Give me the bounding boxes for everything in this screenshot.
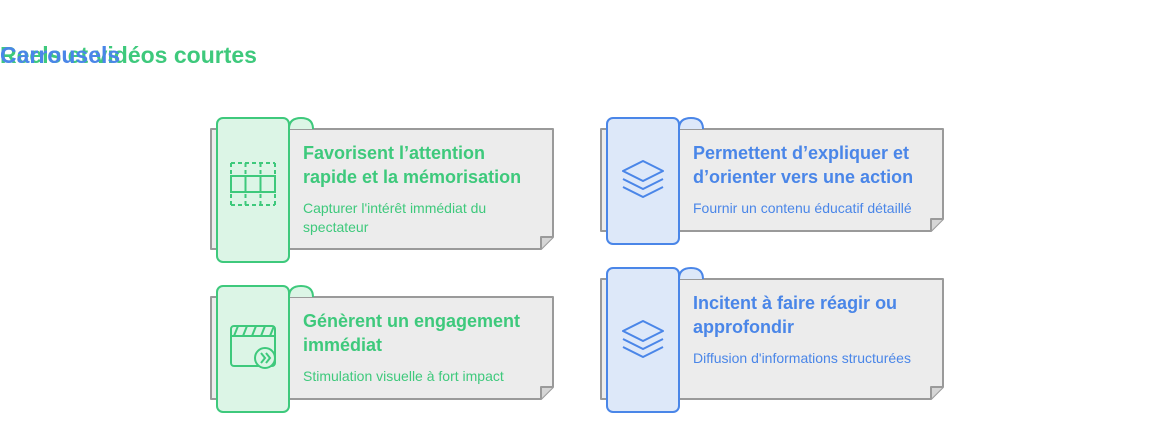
card-frame [210, 284, 554, 413]
column-title-reels: Reels et vidéos courtes [0, 42, 257, 68]
layers-icon [619, 317, 667, 365]
card-text: Favorisent l’attention rapide et la mémo… [303, 141, 543, 237]
card-subtitle: Capturer l'intérêt immédiat du spectateu… [303, 200, 487, 235]
film-strip-icon [229, 160, 277, 208]
card-title: Génèrent un engagement immédiat [303, 311, 521, 355]
card-text: Incitent à faire réagir ou approfondir D… [693, 291, 933, 368]
column-title-carrousels: Carrousels [0, 42, 121, 68]
layers-icon [619, 157, 667, 205]
card-carrousels-react: Incitent à faire réagir ou approfondir D… [595, 266, 945, 413]
card-text: Permettent d’expliquer et d’orienter ver… [693, 141, 933, 218]
card-frame [210, 116, 554, 263]
card-title: Incitent à faire réagir ou approfondir [693, 293, 898, 337]
card-text: Génèrent un engagement immédiat Stimulat… [303, 309, 543, 386]
card-subtitle: Stimulation visuelle à fort impact [303, 368, 504, 384]
card-subtitle: Diffusion d'informations structurées [693, 350, 911, 366]
card-reels-attention: Favorisent l’attention rapide et la mémo… [205, 116, 555, 263]
card-subtitle: Fournir un contenu éducatif détaillé [693, 200, 912, 216]
video-play-icon [229, 323, 277, 371]
card-title: Permettent d’expliquer et d’orienter ver… [693, 143, 914, 187]
card-carrousels-explain: Permettent d’expliquer et d’orienter ver… [595, 116, 945, 263]
card-reels-engagement: Génèrent un engagement immédiat Stimulat… [205, 284, 555, 431]
card-title: Favorisent l’attention rapide et la mémo… [303, 143, 522, 187]
